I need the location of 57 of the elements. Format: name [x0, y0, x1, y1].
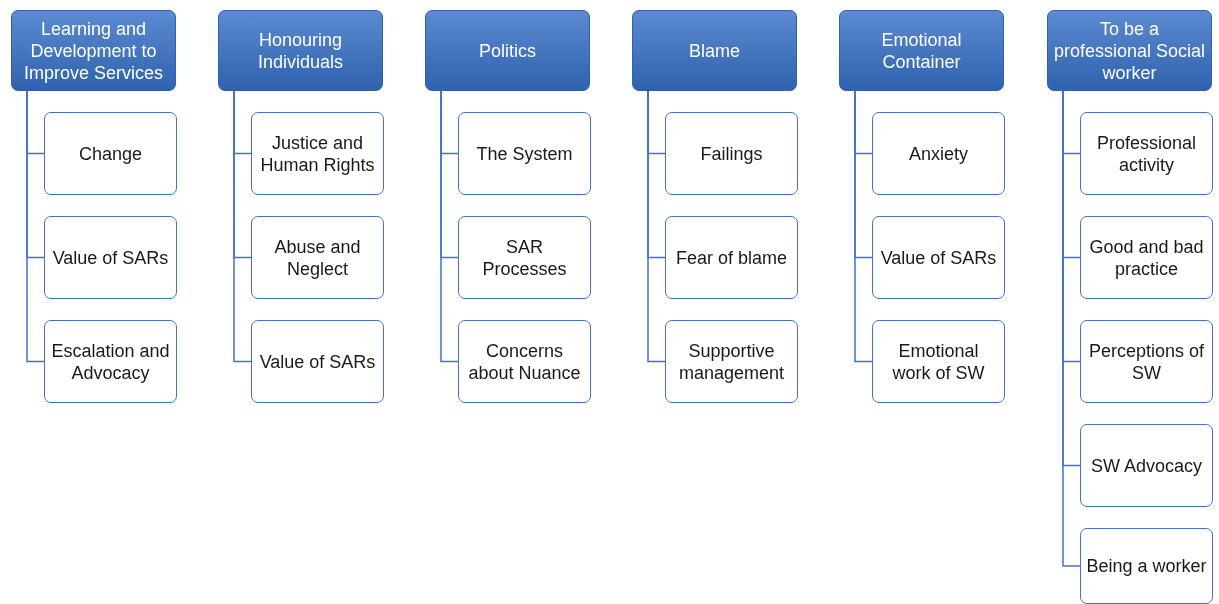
node-label: The System: [475, 142, 574, 165]
node-label: SAR Processes: [481, 235, 568, 280]
node-label: Emotional Container: [880, 28, 963, 73]
theme-box: [44, 216, 177, 299]
connector-line: [440, 90, 459, 363]
node-label: Perceptions of SW: [1087, 339, 1206, 384]
connector-line: [233, 90, 252, 363]
theme-box: [458, 112, 591, 195]
node-label: Justice and Human Rights: [259, 131, 376, 176]
node-label: Escalation and Advocacy: [50, 339, 171, 384]
theme-box: [665, 112, 798, 195]
theme-box: [1080, 528, 1213, 604]
node-label: Value of SARs: [879, 246, 998, 269]
theme-box: [1080, 216, 1213, 299]
node-label: Abuse and Neglect: [273, 235, 362, 280]
theme-box: [251, 216, 384, 299]
theme-box: [44, 320, 177, 403]
theme-box: [251, 112, 384, 195]
node-label: Good and bad practice: [1088, 235, 1205, 280]
theme-box: [872, 112, 1005, 195]
theme-box: [458, 320, 591, 403]
theme-box: [251, 320, 384, 403]
theme-box: [665, 216, 798, 299]
node-label: Concerns about Nuance: [467, 339, 582, 384]
node-label: Value of SARs: [51, 246, 170, 269]
category-box: [839, 10, 1004, 91]
connector-line: [647, 90, 666, 363]
theme-box: [665, 320, 798, 403]
node-label: To be a professional Social worker: [1052, 17, 1207, 84]
theme-box: [1080, 112, 1213, 195]
category-box: [425, 10, 590, 91]
node-label: Politics: [478, 39, 537, 62]
category-box: [11, 10, 176, 91]
node-label: Failings: [699, 142, 764, 165]
node-label: Anxiety: [908, 142, 969, 165]
theme-box: [44, 112, 177, 195]
theme-box: [1080, 424, 1213, 507]
node-label: Learning and Development to Improve Services: [22, 17, 164, 84]
node-label: Fear of blame: [674, 246, 789, 269]
node-label: Being a worker: [1085, 555, 1208, 577]
node-label: Supportive management: [677, 339, 786, 384]
node-label: Emotional work of SW: [891, 339, 986, 384]
theme-box: [872, 320, 1005, 403]
connector-line: [854, 90, 873, 363]
node-label: Professional activity: [1095, 131, 1198, 176]
node-label: Change: [77, 142, 144, 165]
theme-box: [458, 216, 591, 299]
category-box: [1047, 10, 1212, 91]
theme-box: [1080, 320, 1213, 403]
category-box: [218, 10, 383, 91]
connector-line: [26, 90, 45, 363]
node-label: Honouring Individuals: [256, 28, 345, 73]
theme-box: [872, 216, 1005, 299]
node-label: SW Advocacy: [1089, 454, 1203, 477]
node-label: Blame: [688, 39, 741, 62]
category-box: [632, 10, 797, 91]
node-label: Value of SARs: [258, 350, 377, 373]
